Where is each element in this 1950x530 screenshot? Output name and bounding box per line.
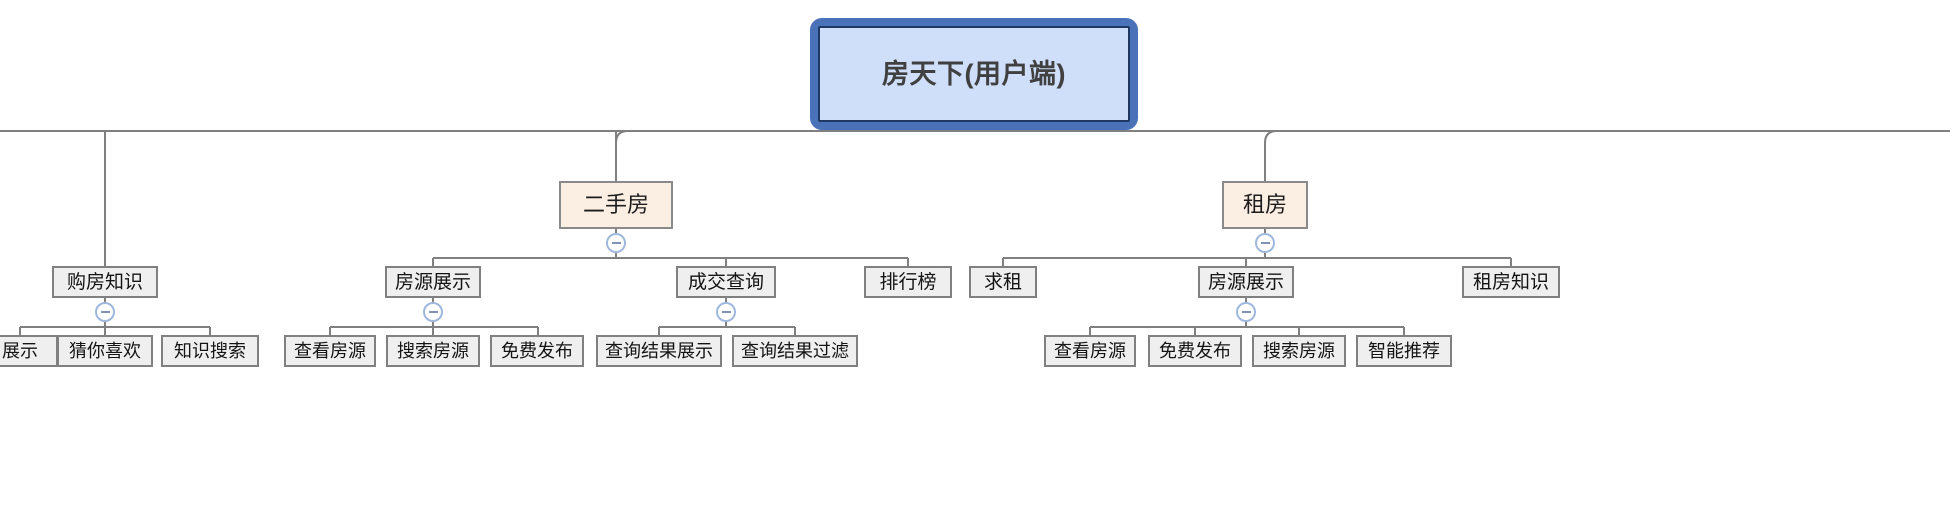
root-node-halo <box>810 18 1138 130</box>
collapse-minus-icon-ershoufang[interactable] <box>606 233 626 253</box>
leaf-node-cai-ni-xi-huan[interactable]: 猜你喜欢 <box>57 335 153 367</box>
root-node-fangtianxia[interactable]: 房天下(用户端) <box>818 26 1130 122</box>
node-zu-fang-zhi-shi[interactable]: 租房知识 <box>1462 266 1560 298</box>
node-label: 免费发布 <box>501 341 573 361</box>
node-cheng-jiao-cha-xun[interactable]: 成交查询 <box>676 266 776 298</box>
node-label: 查看房源 <box>1054 341 1126 361</box>
node-label: 智能推荐 <box>1368 341 1440 361</box>
node-label: 查看房源 <box>294 341 366 361</box>
node-label: 租房知识 <box>1472 271 1549 293</box>
node-label: 免费发布 <box>1159 341 1231 361</box>
leaf-node-cha-kan-fang-yuan-rent[interactable]: 查看房源 <box>1044 335 1136 367</box>
collapse-minus-icon-zufang[interactable] <box>1255 233 1275 253</box>
root-node-label: 房天下(用户端) <box>882 58 1066 89</box>
node-fang-yuan-zhan-shi-rent[interactable]: 房源展示 <box>1198 266 1294 298</box>
wire-elbow-ershoufang <box>615 130 629 181</box>
category-label-zufang: 租房 <box>1242 192 1287 217</box>
leaf-node-sou-suo-fang-yuan-sale[interactable]: 搜索房源 <box>386 335 480 367</box>
category-node-ershoufang[interactable]: 二手房 <box>559 181 673 229</box>
node-label: 成交查询 <box>687 271 764 293</box>
minus-bar <box>428 311 438 313</box>
collapse-minus-icon-gou-fang-zhi-shi[interactable] <box>95 302 115 322</box>
leaf-node-mian-fei-fa-bu-rent[interactable]: 免费发布 <box>1148 335 1242 367</box>
minus-bar <box>1260 242 1270 244</box>
node-pai-hang-bang[interactable]: 排行榜 <box>864 266 952 298</box>
wire-elbow-zufang <box>1264 130 1278 181</box>
node-gou-fang-zhi-shi[interactable]: 购房知识 <box>52 266 158 298</box>
leaf-node-mian-fei-fa-bu-sale[interactable]: 免费发布 <box>490 335 584 367</box>
leaf-node-sou-suo-fang-yuan-rent[interactable]: 搜索房源 <box>1252 335 1346 367</box>
node-label: 购房知识 <box>66 271 143 293</box>
node-label: 搜索房源 <box>1263 341 1335 361</box>
node-label: 猜你喜欢 <box>69 341 141 361</box>
leaf-node-zhan-shi[interactable]: 展示 <box>0 335 58 367</box>
collapse-minus-icon-fang-yuan-zhan-shi-sale[interactable] <box>423 302 443 322</box>
collapse-minus-icon-fang-yuan-zhan-shi-rent[interactable] <box>1236 302 1256 322</box>
leaf-node-zhi-neng-tui-jian[interactable]: 智能推荐 <box>1356 335 1452 367</box>
node-label: 房源展示 <box>394 271 471 293</box>
node-label: 房源展示 <box>1207 271 1284 293</box>
leaf-node-cha-xun-jie-guo-zhan-shi[interactable]: 查询结果展示 <box>596 335 722 367</box>
minus-bar <box>721 311 731 313</box>
minus-bar <box>1241 311 1251 313</box>
node-label: 展示 <box>2 341 38 361</box>
node-label: 查询结果展示 <box>605 341 713 361</box>
leaf-node-cha-kan-fang-yuan-sale[interactable]: 查看房源 <box>284 335 376 367</box>
category-node-zufang[interactable]: 租房 <box>1222 181 1308 229</box>
node-label: 查询结果过滤 <box>741 341 849 361</box>
leaf-node-zhi-shi-sou-suo[interactable]: 知识搜索 <box>161 335 259 367</box>
minus-bar <box>611 242 621 244</box>
leaf-node-cha-xun-jie-guo-guo-lv[interactable]: 查询结果过滤 <box>732 335 858 367</box>
node-label: 搜索房源 <box>397 341 469 361</box>
minus-bar <box>100 311 110 313</box>
node-qiu-zu[interactable]: 求租 <box>969 266 1037 298</box>
category-label-ershoufang: 二手房 <box>582 192 649 217</box>
node-label: 知识搜索 <box>174 341 246 361</box>
collapse-minus-icon-cheng-jiao-cha-xun[interactable] <box>716 302 736 322</box>
node-label: 求租 <box>983 271 1022 293</box>
node-fang-yuan-zhan-shi-sale[interactable]: 房源展示 <box>385 266 481 298</box>
node-label: 排行榜 <box>879 271 937 293</box>
